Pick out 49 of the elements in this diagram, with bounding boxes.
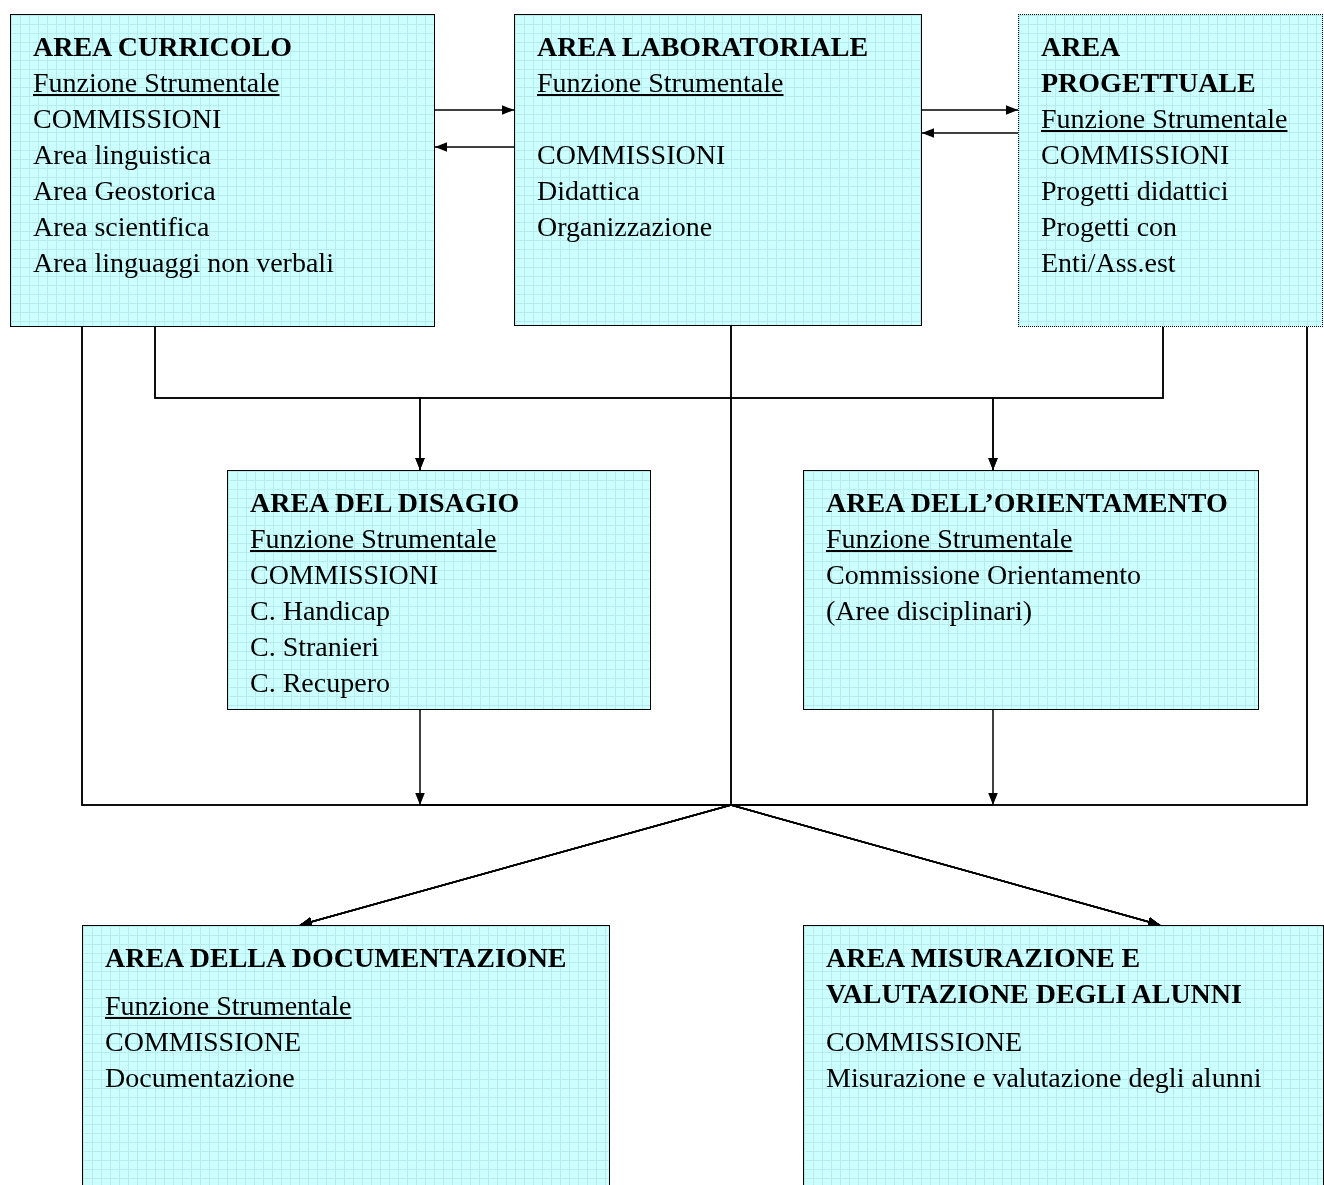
area-box <box>10 14 435 327</box>
list-item: COMMISSIONI <box>250 558 440 592</box>
list-item: Misurazione e valutazione degli alunni <box>826 1061 1263 1095</box>
list-item: COMMISSIONI <box>33 102 223 136</box>
list-item: Progetti con Enti/Ass.est <box>1041 210 1179 280</box>
role-label: Funzione Strumentale <box>250 522 498 556</box>
area-title: AREA LABORATORIALE <box>537 30 870 64</box>
list-item: COMMISSIONI <box>1041 138 1231 172</box>
role-label: Funzione Strumentale <box>537 66 785 100</box>
arrow <box>988 326 1164 471</box>
list-item: Didattica <box>537 174 641 208</box>
area-title: AREA MISURAZIONE E VALUTAZIONE DEGLI ALUNNI <box>826 941 1243 1011</box>
list-item: Area linguistica <box>33 138 213 172</box>
area-title: AREA DELL’ORIENTAMENTO <box>826 486 1229 520</box>
list-item: Progetti didattici <box>1041 174 1230 208</box>
list-item: Commissione Orientamento <box>826 558 1142 592</box>
arrow <box>921 105 1019 115</box>
list-item: C. Recupero <box>250 666 391 700</box>
list-item: Area linguaggi non verbali <box>33 246 335 280</box>
area-box <box>514 14 922 326</box>
list-item: C. Handicap <box>250 594 391 628</box>
area-box <box>1018 14 1323 327</box>
area-title: AREA CURRICOLO <box>33 30 294 64</box>
role-label: Funzione Strumentale <box>1041 102 1289 136</box>
list-item: Area scientifica <box>33 210 211 244</box>
area-title: AREA PROGETTUALE <box>1041 30 1257 100</box>
list-item: Documentazione <box>105 1061 296 1095</box>
area-box <box>227 470 651 710</box>
area-title: AREA DEL DISAGIO <box>250 486 521 520</box>
arrow <box>434 105 515 115</box>
arrow <box>921 128 1019 138</box>
arrow <box>988 709 998 806</box>
role-label: Funzione Strumentale <box>33 66 281 100</box>
list-item: COMMISSIONE <box>105 1025 303 1059</box>
area-box <box>803 925 1324 1185</box>
role-label: Funzione Strumentale <box>826 522 1074 556</box>
list-item: (Aree disciplinari) <box>826 594 1034 628</box>
area-box <box>82 925 610 1185</box>
arrow <box>730 804 1161 927</box>
list-item: Organizzazione <box>537 210 714 244</box>
arrow <box>434 142 515 152</box>
list-item: COMMISSIONI <box>537 138 727 172</box>
area-title: AREA DELLA DOCUMENTAZIONE <box>105 941 568 975</box>
area-box <box>803 470 1259 710</box>
list-item: COMMISSIONE <box>826 1025 1024 1059</box>
list-item: Area Geostorica <box>33 174 217 208</box>
list-item: C. Stranieri <box>250 630 381 664</box>
role-label: Funzione Strumentale <box>105 989 353 1023</box>
arrow <box>415 709 425 806</box>
